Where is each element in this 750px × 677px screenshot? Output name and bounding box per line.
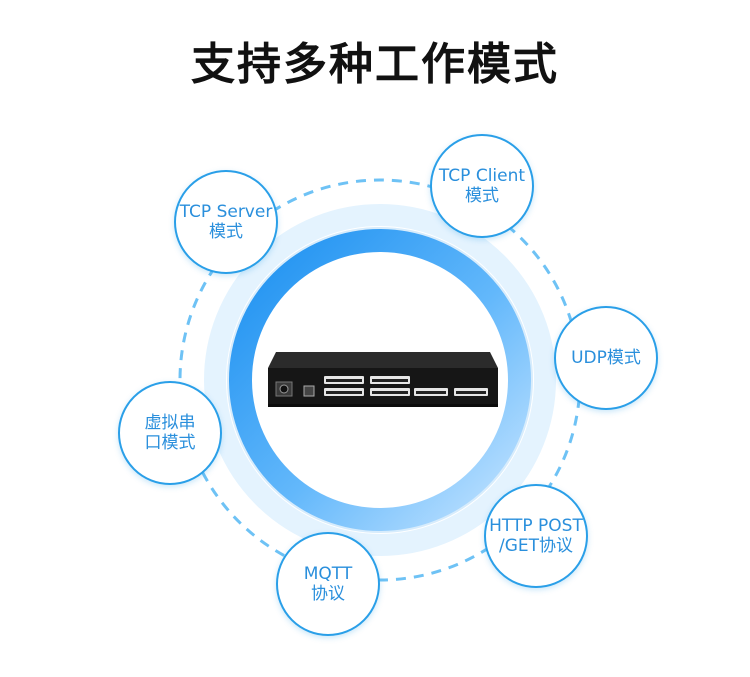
mode-label-line1: 虚拟串 <box>144 413 196 433</box>
mode-label-line2: 协议 <box>311 584 345 604</box>
mode-label-line1: TCP Server <box>179 202 273 222</box>
mode-tcp-server: TCP Server 模式 <box>174 170 278 274</box>
mode-tcp-client: TCP Client 模式 <box>430 134 534 238</box>
mode-label-line2: 模式 <box>209 222 243 242</box>
inner-ring-edge <box>227 227 533 533</box>
mode-label-line2: 口模式 <box>144 433 196 453</box>
mode-virtual-serial: 虚拟串 口模式 <box>118 381 222 485</box>
inner-gradient-ring <box>228 228 532 532</box>
serial-device-server-icon <box>268 352 498 407</box>
mode-label-line2: 模式 <box>465 186 499 206</box>
page-title: 支持多种工作模式 <box>191 39 559 90</box>
mode-label-line1: HTTP POST <box>489 516 583 536</box>
mode-label-line1: TCP Client <box>438 166 526 186</box>
mode-udp: UDP模式 <box>554 306 658 410</box>
light-halo-ring <box>204 204 556 556</box>
mode-label-line1: UDP模式 <box>571 348 641 368</box>
mode-label-line1: MQTT <box>303 564 353 584</box>
mode-http: HTTP POST /GET协议 <box>484 484 588 588</box>
mode-label-line2: /GET协议 <box>498 536 574 556</box>
mode-mqtt: MQTT 协议 <box>276 532 380 636</box>
